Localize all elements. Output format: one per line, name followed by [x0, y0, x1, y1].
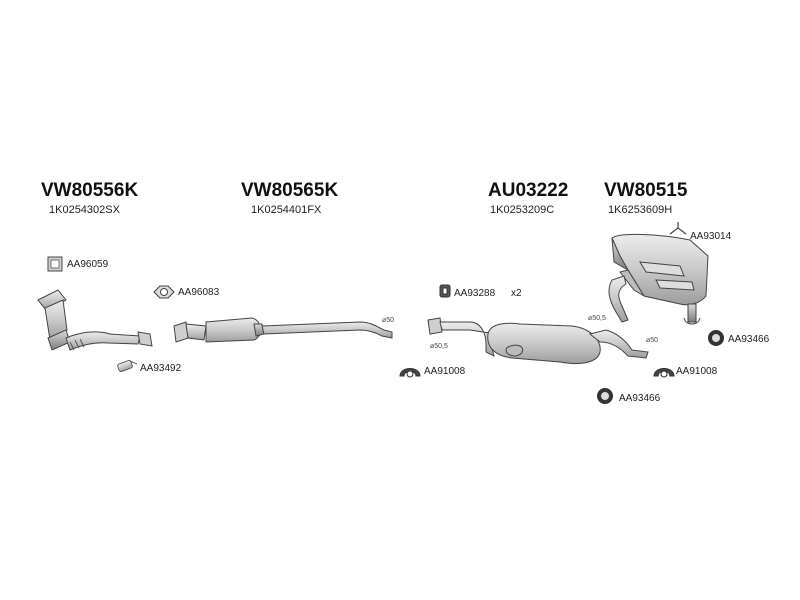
middle-silencer [427, 317, 649, 365]
middle-catalytic-converter [173, 317, 393, 343]
front-catalytic-converter [37, 289, 153, 351]
diameter-front-pipe: ⌀50 [382, 317, 395, 324]
label-aa93466-lower: AA93466 [619, 393, 661, 404]
part-number-vw80515: VW80515 [604, 180, 688, 201]
label-aa96059: AA96059 [67, 259, 109, 270]
diameter-rear-inlet: ⌀50,5 [588, 315, 606, 322]
label-aa91008-left: AA91008 [424, 366, 466, 377]
label-aa93492: AA93492 [140, 363, 182, 374]
part-number-vw80565k: VW80565K [241, 180, 339, 201]
lambda-sensor-icon [117, 360, 138, 372]
label-aa93288-qty: x2 [511, 288, 522, 299]
part-number-au03222: AU03222 [488, 180, 569, 201]
label-aa93466-upper: AA93466 [728, 334, 770, 345]
rear-silencer [608, 233, 709, 325]
clamp-icon-lower [597, 388, 613, 404]
oe-number-vw80565k: 1K0254401FX [251, 204, 322, 216]
diameter-mid-inlet: ⌀50,5 [430, 343, 448, 350]
clamp-icon-upper [708, 330, 724, 346]
label-aa91008-right: AA91008 [676, 366, 718, 377]
oe-number-au03222: 1K0253209C [490, 204, 555, 216]
rubber-mount-icon-right [653, 368, 675, 378]
label-aa96083: AA96083 [178, 287, 220, 298]
oe-number-vw80515: 1K6253609H [608, 204, 673, 216]
hanger-icon [669, 222, 687, 235]
label-aa93014: AA93014 [690, 231, 732, 242]
flange-gasket-icon [153, 285, 175, 299]
gasket-square-icon [47, 256, 63, 272]
label-aa93288: AA93288 [454, 288, 496, 299]
exhaust-clamp-icon [439, 284, 451, 298]
rubber-mount-icon-left [399, 368, 421, 378]
diameter-rear-outlet: ⌀50 [646, 337, 659, 344]
part-number-vw80556k: VW80556K [41, 180, 139, 201]
oe-number-vw80556k: 1K0254302SX [49, 204, 120, 216]
